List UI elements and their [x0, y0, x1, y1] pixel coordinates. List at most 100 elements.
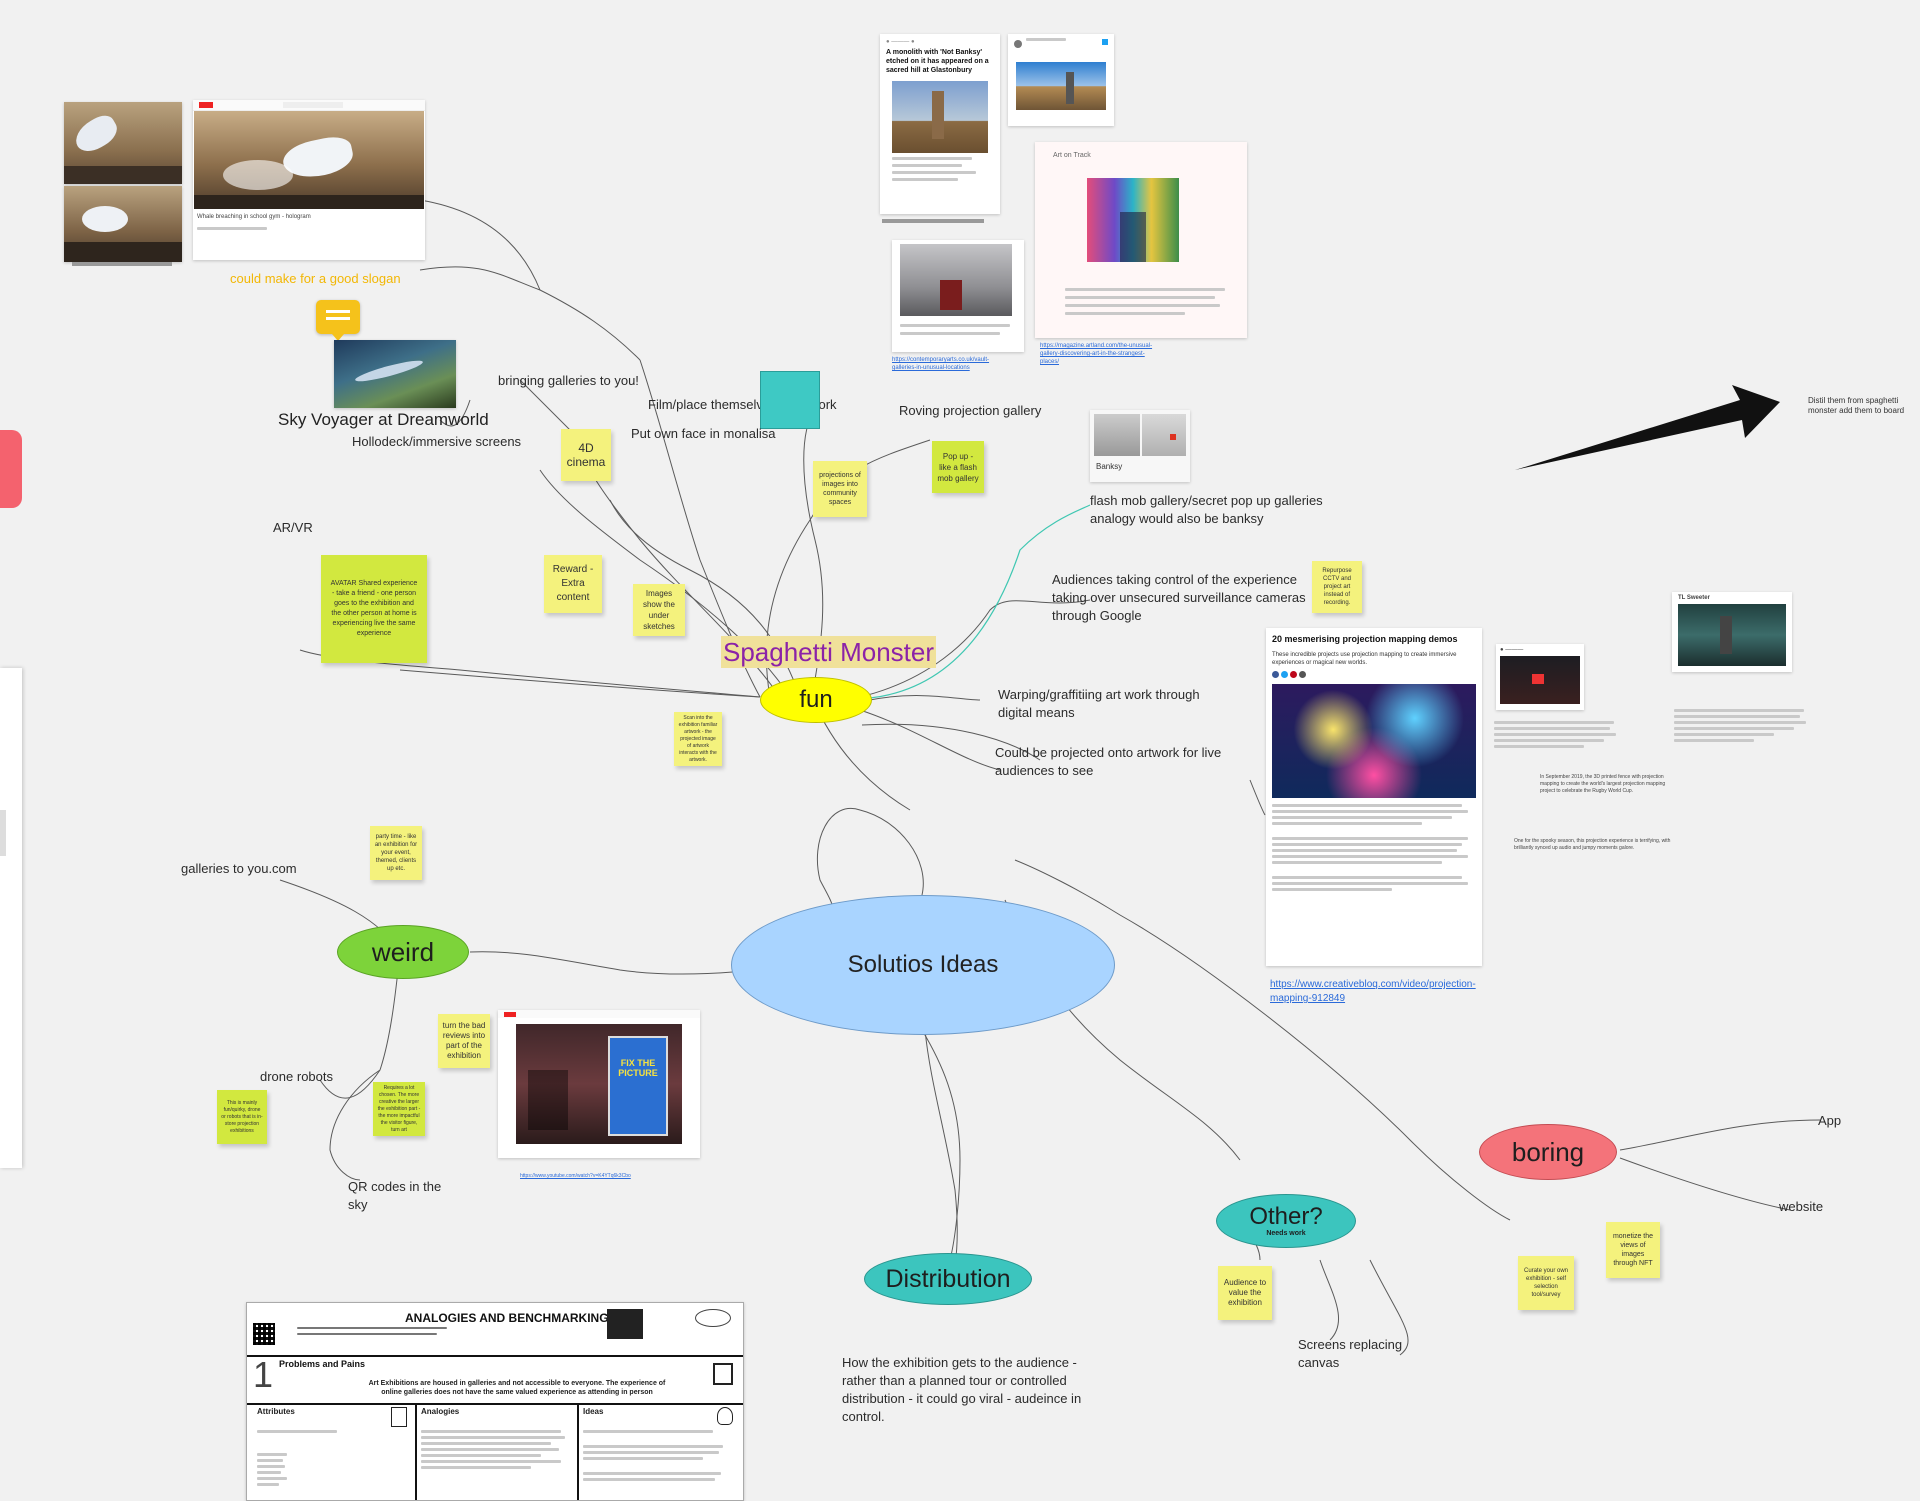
- art-on-track-card[interactable]: Art on Track: [1035, 142, 1247, 338]
- sticky-repurpose[interactable]: Repurpose CCTV and project art instead o…: [1312, 561, 1362, 613]
- tweet-card[interactable]: [1008, 34, 1114, 126]
- sticky-reward-text: Reward -Extra content: [552, 564, 594, 603]
- spooky-text: One for the spooky season, this projecti…: [1514, 838, 1671, 851]
- node-fun-label: fun: [799, 686, 833, 713]
- problems-heading: Problems and Pains: [279, 1359, 366, 1369]
- analogies-title: ANALOGIES AND BENCHMARKING: [405, 1311, 609, 1325]
- sticky-reviews[interactable]: turn the bad reviews into part of the ex…: [438, 1014, 490, 1068]
- sticky-projections-text: projections of images into community spa…: [819, 472, 861, 506]
- whale-thumb-bottom[interactable]: [64, 186, 182, 262]
- arrow-icon: [1515, 385, 1780, 470]
- node-other-label: Other?: [1249, 1203, 1323, 1230]
- qr-code-icon: [253, 1323, 275, 1345]
- sticky-curate-text: Curate your own exhibition - self select…: [1523, 1268, 1569, 1298]
- node-other[interactable]: Other? Needs work: [1216, 1194, 1356, 1248]
- fix-picture-video[interactable]: FIX THE PICTURE: [498, 1010, 700, 1158]
- artland-link[interactable]: https://magazine.artland.com/the-unusual…: [1040, 343, 1153, 365]
- sticky-projections[interactable]: projections of images into community spa…: [813, 461, 867, 517]
- banksy-label: Banksy: [1096, 462, 1123, 471]
- share-facebook-icon[interactable]: [1272, 671, 1279, 678]
- sticky-monetize[interactable]: monetize the views of images through NFT: [1606, 1222, 1660, 1278]
- sticky-party-text: party time - like an exhibition for your…: [374, 834, 418, 872]
- node-boring[interactable]: boring: [1479, 1124, 1617, 1180]
- sticky-avatar[interactable]: AVATAR Shared experience - take a friend…: [321, 555, 427, 663]
- analogies-heading: Analogies: [421, 1407, 460, 1416]
- banksy-card[interactable]: Banksy: [1090, 410, 1190, 482]
- text-block-left-1: [1494, 718, 1618, 751]
- sticky-images-under[interactable]: Images show the under sketches: [633, 584, 685, 636]
- edit-icon: [713, 1363, 733, 1385]
- node-solutions[interactable]: Solutios Ideas: [731, 895, 1115, 1035]
- glastonbury-article[interactable]: ● ——— ● A monolith with 'Not Banksy' etc…: [880, 34, 1000, 214]
- whale-thumb-top[interactable]: [64, 102, 182, 184]
- share-email-icon[interactable]: [1299, 671, 1306, 678]
- flashmob-label: flash mob gallery/secret pop up gallerie…: [1090, 493, 1323, 526]
- text-block-right-1: [1674, 706, 1808, 745]
- distribution-desc: How the exhibition gets to the audience …: [842, 1355, 1082, 1424]
- qr-label: QR codes in the sky: [348, 1179, 442, 1212]
- youtube-link[interactable]: https://www.youtube.com/watch?v=K4YTq6k3…: [520, 1173, 631, 1179]
- left-red-tab[interactable]: [0, 430, 22, 508]
- tl-sweeter-video[interactable]: TL Sweeter: [1672, 592, 1792, 672]
- left-panel-edge: [0, 668, 22, 1168]
- holodeck-label: Hollodeck/immersive screens: [352, 434, 522, 449]
- sticky-monetize-text: monetize the views of images through NFT: [1612, 1233, 1654, 1267]
- analogies-board[interactable]: ANALOGIES AND BENCHMARKING 1 Problems an…: [246, 1302, 744, 1501]
- sticky-reviews-text: turn the bad reviews into part of the ex…: [442, 1021, 486, 1060]
- video-card-small[interactable]: ● ———: [1496, 644, 1584, 710]
- slogan-label: could make for a good slogan: [230, 271, 401, 286]
- projection-mapping-article[interactable]: 20 mesmerising projection mapping demos …: [1266, 628, 1482, 966]
- sticky-small-fun-text: Scan into the exhibition familiar artwor…: [678, 714, 718, 763]
- node-distribution[interactable]: Distribution: [864, 1253, 1032, 1305]
- sticky-reward[interactable]: Reward -Extra content: [544, 555, 602, 613]
- sticky-curate[interactable]: Curate your own exhibition - self select…: [1518, 1256, 1574, 1310]
- lightbulb-icon: [717, 1407, 733, 1425]
- node-fun[interactable]: fun: [760, 677, 872, 723]
- projected-label: Could be projected onto artwork for live…: [995, 745, 1222, 778]
- tl-sweeter-label: TL Sweeter: [1678, 595, 1710, 601]
- galleries-you-label: galleries to you.com: [181, 861, 297, 876]
- whale-caption: Whale breaching in school gym - hologram: [197, 214, 311, 220]
- app-label: App: [1818, 1113, 1842, 1128]
- node-boring-label: boring: [1511, 1136, 1585, 1167]
- left-panel-notch: [0, 810, 6, 856]
- streets-link[interactable]: https://contemporaryarts.co.uk/vault-gal…: [892, 357, 990, 371]
- sticky-4d-cinema[interactable]: 4D cinema: [561, 429, 611, 481]
- sticky-small-mid-text: Requires a lot chosen. The more creative…: [377, 1084, 421, 1133]
- rugby-text: In September 2019, the 3D printed fence …: [1540, 774, 1666, 794]
- monalisa-label: Put own face in monalisa: [631, 426, 776, 441]
- street-gallery-card[interactable]: [892, 240, 1024, 352]
- ideas-heading: Ideas: [583, 1407, 604, 1416]
- teal-square[interactable]: [760, 371, 820, 429]
- node-other-sublabel: Needs work: [1266, 1230, 1306, 1237]
- sky-voyager-image[interactable]: [334, 340, 456, 408]
- share-pinterest-icon[interactable]: [1290, 671, 1297, 678]
- drone-label: drone robots: [260, 1069, 333, 1084]
- website-label: website: [1779, 1199, 1824, 1214]
- sticky-repurpose-text: Repurpose CCTV and project art instead o…: [1322, 568, 1352, 606]
- sticky-small-left[interactable]: This is mainly fun/quirky, drone or robo…: [217, 1090, 267, 1144]
- comment-icon[interactable]: [316, 300, 360, 341]
- fix-picture-text: FIX THE PICTURE: [618, 1058, 658, 1078]
- node-weird[interactable]: weird: [337, 925, 469, 979]
- pm-intro: These incredible projects use projection…: [1272, 652, 1457, 666]
- share-twitter-icon[interactable]: [1281, 671, 1288, 678]
- whale-scrollbar[interactable]: [72, 262, 172, 266]
- whale-video-card[interactable]: Whale breaching in school gym - hologram: [193, 100, 425, 260]
- sticky-audience-value[interactable]: Audience to value the exhibition: [1218, 1266, 1272, 1320]
- problems-text: Art Exhibitions are housed in galleries …: [368, 1380, 666, 1396]
- screens-label: Screens replacing canvas: [1298, 1337, 1403, 1370]
- sticky-popup[interactable]: Pop up - like a flash mob gallery: [932, 441, 984, 493]
- sticky-party[interactable]: party time - like an exhibition for your…: [370, 826, 422, 880]
- audiences-label: Audiences taking control of the experien…: [1052, 572, 1306, 623]
- sticky-small-left-text: This is mainly fun/quirky, drone or robo…: [221, 1099, 263, 1134]
- pm-link[interactable]: https://www.creativebloq.com/video/proje…: [1270, 979, 1476, 1004]
- sticky-popup-text: Pop up - like a flash mob gallery: [937, 451, 979, 483]
- node-distribution-label: Distribution: [885, 1264, 1011, 1293]
- glastonbury-scrollbar[interactable]: [882, 219, 984, 223]
- sticky-small-mid[interactable]: Requires a lot chosen. The more creative…: [373, 1082, 425, 1136]
- attributes-heading: Attributes: [257, 1407, 295, 1416]
- sticky-small-fun[interactable]: Scan into the exhibition familiar artwor…: [674, 712, 722, 766]
- central-title[interactable]: Spaghetti Monster: [721, 636, 937, 668]
- sky-voyager-label: Sky Voyager at Dreamworld: [278, 410, 489, 429]
